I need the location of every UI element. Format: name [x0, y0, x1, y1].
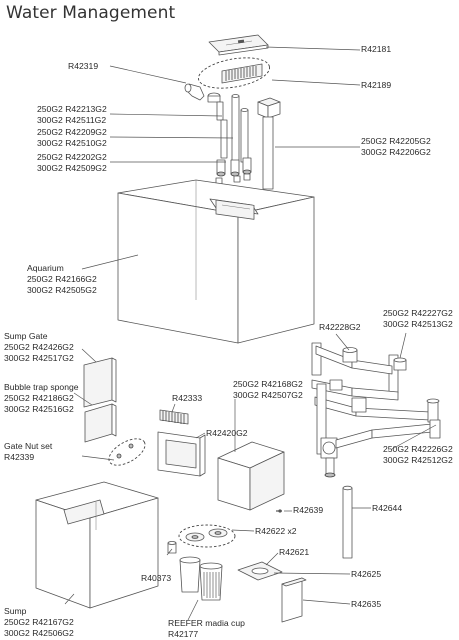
label-r42333: R42333 — [172, 393, 203, 403]
label-r42228: R42228G2 — [319, 322, 361, 332]
label-r42622: R42622 x2 — [255, 526, 297, 536]
screw-part — [276, 509, 282, 513]
fitting-r40373-part — [167, 541, 177, 554]
label-r42644: R42644 — [372, 503, 403, 513]
label-r40373: R40373 — [141, 573, 172, 583]
filter-comb-part — [159, 409, 189, 425]
sump-part — [35, 481, 159, 609]
media-cups-part — [179, 556, 223, 601]
label-r42635: R42635 — [351, 599, 382, 609]
aquarium-part — [117, 179, 315, 344]
plumbing-assembly-part — [311, 342, 441, 478]
gate-nut-part — [108, 438, 146, 466]
refugium-frame-part — [157, 431, 206, 477]
label-r42319: R42319 — [68, 61, 99, 71]
label-r42189: R42189 — [361, 80, 392, 90]
plate-r42621-part — [237, 561, 283, 581]
nozzle-fittings-part — [215, 157, 252, 185]
pipe-r42644-part — [342, 485, 353, 559]
leader-lines — [64, 46, 437, 621]
cover-plate-part — [208, 34, 269, 56]
label-r42181: R42181 — [361, 44, 392, 54]
media-cup-lids-part — [178, 524, 236, 548]
refugium-box-part — [217, 441, 285, 511]
comb-part — [198, 57, 270, 89]
bubble-trap-sponge-part — [84, 403, 117, 443]
return-pipes-part — [216, 94, 249, 163]
label-r42420: R42420G2 — [206, 428, 248, 438]
elbow-fitting-part — [184, 83, 221, 103]
label-r42625: R42625 — [351, 569, 382, 579]
panel-r42635-part — [281, 577, 307, 623]
sump-gate-part — [83, 357, 117, 408]
page-title: Water Management — [6, 3, 176, 23]
label-r42621: R42621 — [279, 547, 310, 557]
overflow-box-part — [257, 97, 281, 190]
label-r42639: R42639 — [293, 505, 324, 515]
